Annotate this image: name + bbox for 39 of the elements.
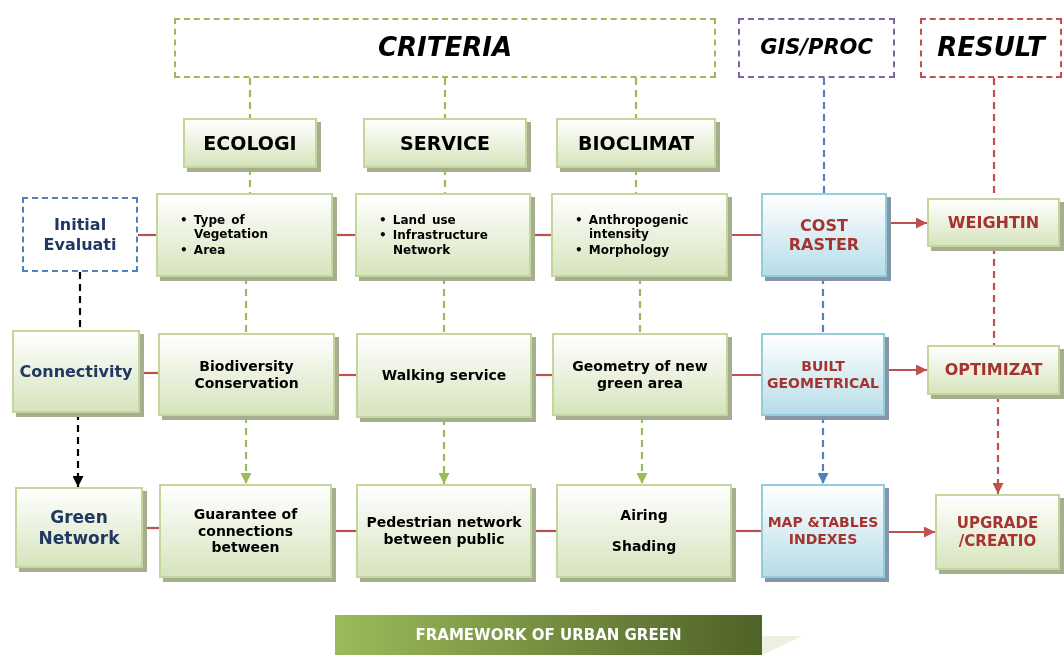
connector-line	[248, 78, 252, 118]
node-text: Green Network	[37, 507, 121, 548]
header-text: RESULT	[936, 32, 1048, 64]
dashed-header-box	[738, 18, 895, 78]
bullet-item: • Infrastructure Network	[379, 228, 489, 258]
dashed-box	[22, 197, 138, 272]
caption-banner: FRAMEWORK OF URBAN GREEN	[335, 615, 762, 655]
node-text: OPTIMIZAT	[943, 360, 1044, 380]
bullet-item: • Morphology	[575, 242, 671, 258]
node-text: Connectivity	[18, 361, 134, 382]
node-text: WEIGHTIN	[946, 212, 1041, 233]
header-text: GIS/PROC	[759, 35, 874, 61]
connector-line	[822, 78, 826, 193]
node-text: BUILT GEOMETRICAL	[766, 357, 881, 392]
node-text: Guarantee of connections between	[192, 505, 299, 557]
node-text: Geometry of new green area	[571, 357, 709, 392]
header-text: CRITERIA	[376, 32, 514, 64]
node-text: MAP &TABLES INDEXES	[766, 514, 880, 548]
connector-line	[634, 78, 638, 118]
node-text: SERVICE	[399, 131, 491, 155]
node-text: Walking service	[380, 367, 508, 384]
dashed-header-box	[174, 18, 716, 78]
dashed-header-box	[920, 18, 1062, 78]
bullet-item: • Type of Vegetation	[180, 212, 269, 242]
bullet-item: • Anthropogenic intensity	[575, 212, 690, 242]
node-text: Airing	[619, 507, 669, 524]
connector-line	[78, 272, 82, 330]
node-text: Shading	[610, 538, 678, 555]
header-text: Initial Evaluati	[42, 215, 118, 254]
node-text: COST RASTER	[787, 215, 861, 255]
bullet-item: • Area	[180, 242, 227, 258]
node-text: Biodiversity Conservation	[193, 357, 300, 392]
connector-line	[443, 78, 447, 118]
connector-line	[138, 233, 156, 237]
node-text: BIOCLIMAT	[577, 131, 695, 155]
node-text: Pedestrian network between public	[365, 514, 523, 548]
bullet-item: • Land use	[379, 212, 457, 228]
node-text: ECOLOGI	[202, 131, 298, 155]
node-text: UPGRADE /CREATIO	[955, 514, 1040, 550]
